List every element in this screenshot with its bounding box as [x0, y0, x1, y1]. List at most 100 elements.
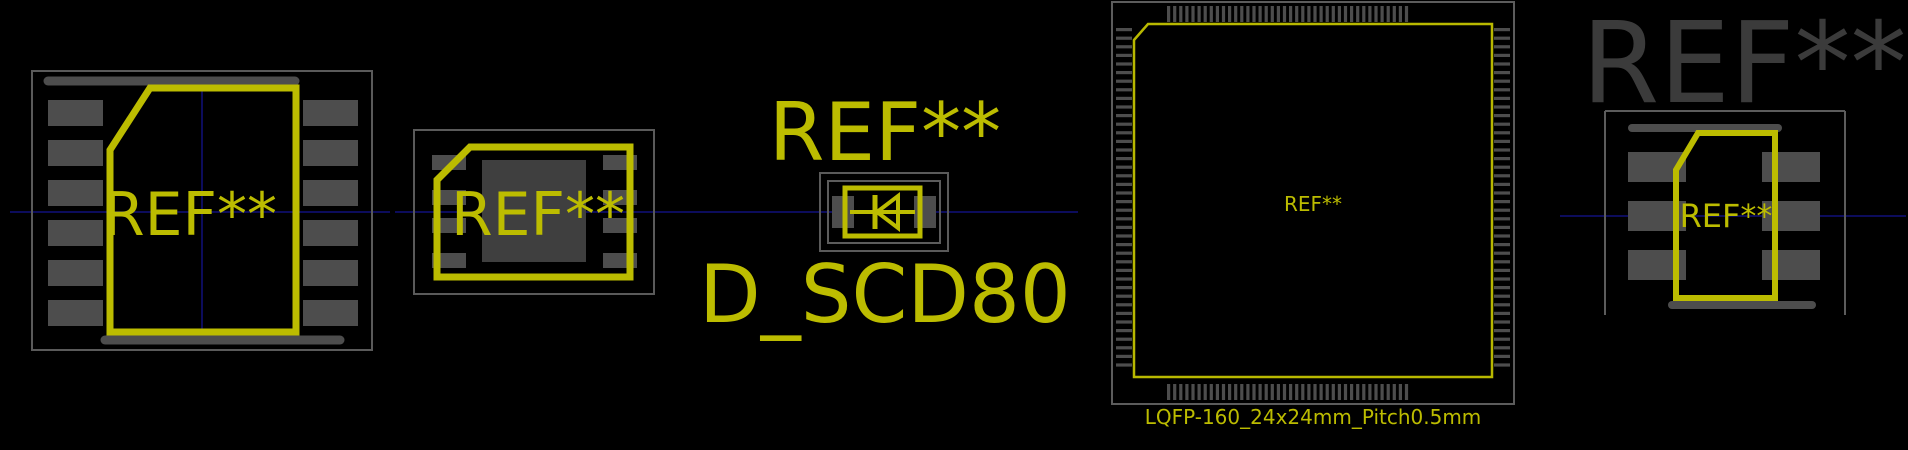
pin-group: [1116, 6, 1510, 400]
footprint-d-scd80[interactable]: REF** D_SCD80: [668, 86, 1078, 341]
pad: [1282, 6, 1287, 22]
pad: [1494, 363, 1510, 367]
pad: [1258, 384, 1262, 400]
pad: [1179, 384, 1183, 400]
pad: [1494, 286, 1510, 290]
pad: [1197, 384, 1201, 400]
pad: [1301, 384, 1305, 400]
pad: [48, 180, 103, 206]
pad: [1494, 131, 1510, 135]
pad: [1762, 201, 1820, 231]
pad-group: [48, 100, 358, 326]
pad: [1404, 384, 1409, 400]
pad: [1191, 6, 1195, 22]
pad: [1494, 174, 1510, 178]
pad: [48, 140, 103, 166]
silkscreen-outline: [106, 84, 300, 336]
pad: [1167, 384, 1171, 400]
silkscreen-outline: [1132, 22, 1494, 379]
pad: [1116, 208, 1132, 212]
pad: [914, 196, 936, 228]
pad: [1494, 79, 1510, 83]
pad: [1392, 384, 1396, 400]
pad: [1252, 384, 1256, 400]
pad: [303, 140, 358, 166]
pad: [1116, 363, 1132, 367]
pad: [1116, 139, 1132, 143]
pad: [1264, 6, 1268, 22]
courtyard-outline: [31, 70, 373, 351]
pad: [1116, 277, 1132, 281]
diode-symbol-icon: [850, 191, 915, 233]
fab-reference-label: REF**: [1581, 0, 1906, 129]
pad: [1116, 294, 1132, 298]
pad: [1325, 6, 1329, 22]
pad: [1494, 337, 1510, 341]
pad: [1246, 384, 1250, 400]
pad: [1494, 53, 1510, 57]
pad: [1116, 45, 1132, 49]
pad: [1386, 6, 1390, 22]
pad: [1494, 303, 1510, 307]
pad: [1252, 6, 1256, 22]
pad: [1258, 6, 1262, 22]
reference-label: REF**: [1680, 197, 1773, 235]
pad: [1494, 329, 1510, 333]
pad: [1173, 384, 1177, 400]
pad: [303, 100, 358, 126]
pad: [1313, 6, 1317, 22]
pad: [1494, 122, 1510, 126]
pad: [1380, 6, 1384, 22]
pad: [1179, 6, 1183, 22]
pad: [1494, 354, 1510, 358]
value-label: LQFP-160_24x24mm_Pitch0.5mm: [1145, 405, 1482, 429]
pad: [1264, 384, 1268, 400]
pad: [1494, 268, 1510, 272]
pad: [303, 220, 358, 246]
reference-label: REF**: [451, 180, 625, 250]
pad: [1319, 6, 1323, 22]
pad: [1325, 384, 1329, 400]
pad: [1185, 384, 1189, 400]
pad: [1116, 36, 1132, 40]
pad: [1116, 225, 1132, 229]
footprint-dfn[interactable]: REF**: [395, 129, 668, 295]
pad: [1197, 6, 1201, 22]
pad: [1116, 234, 1132, 238]
pad: [1116, 337, 1132, 341]
pad: [1494, 45, 1510, 49]
pad: [1116, 191, 1132, 195]
pad: [1116, 114, 1132, 118]
fab-outline: [827, 180, 941, 244]
pad: [1116, 62, 1132, 66]
footprint-soic[interactable]: REF**: [10, 70, 390, 351]
courtyard-outline: [1111, 1, 1515, 405]
pad: [1494, 243, 1510, 247]
pad: [1276, 384, 1280, 400]
footprint-sot[interactable]: REF** REF**: [1560, 0, 1907, 315]
pad: [1494, 88, 1510, 92]
pad: [1116, 96, 1132, 100]
pad: [1116, 200, 1132, 204]
pad: [1362, 6, 1366, 22]
pad: [1494, 114, 1510, 118]
pad: [303, 260, 358, 286]
pad: [1494, 71, 1510, 75]
pad: [1191, 384, 1195, 400]
silkscreen-outline: [433, 143, 634, 281]
pad: [303, 300, 358, 326]
silkscreen-outline: [1673, 130, 1778, 301]
pad: [303, 180, 358, 206]
pad: [1307, 6, 1311, 22]
footprint-lqfp[interactable]: REF** LQFP-160_24x24mm_Pitch0.5mm: [1111, 1, 1515, 429]
pad: [1319, 384, 1323, 400]
pad: [1215, 6, 1219, 22]
pad: [1289, 6, 1293, 22]
pad: [1116, 243, 1132, 247]
pad: [1762, 152, 1820, 182]
pad: [1494, 36, 1510, 40]
pad: [1116, 148, 1132, 152]
pad: [1301, 6, 1305, 22]
pad: [1494, 182, 1510, 186]
pad: [48, 260, 103, 286]
